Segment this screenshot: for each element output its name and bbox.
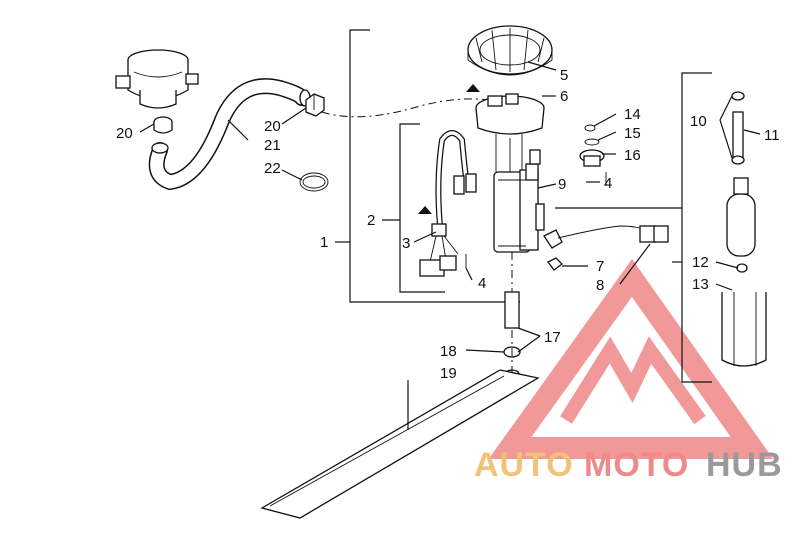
callout-5: 5 <box>560 67 568 84</box>
clamp-20a <box>153 116 173 134</box>
vapor-canister <box>115 49 199 109</box>
callout-13: 13 <box>692 276 709 293</box>
callout-15: 15 <box>624 125 641 142</box>
callout-2: 2 <box>367 212 375 229</box>
callout-21: 21 <box>264 137 281 154</box>
regulator-14-16 <box>579 124 607 186</box>
callout-14: 14 <box>624 106 641 123</box>
clip-22 <box>299 172 329 192</box>
callout-20a: 20 <box>116 125 133 142</box>
callout-1: 1 <box>320 234 328 251</box>
vent-path <box>321 98 489 118</box>
hose-21 <box>148 78 311 191</box>
callout-17: 17 <box>544 329 561 346</box>
watermark-moto: MOTO <box>584 446 689 484</box>
lock-ring-5 <box>467 25 553 76</box>
callout-18: 18 <box>440 343 457 360</box>
pump-module-9 <box>493 149 545 253</box>
callout-22: 22 <box>264 160 281 177</box>
callout-labels: 1 2 3 4 4 5 6 7 8 9 10 11 12 13 14 15 16… <box>116 67 780 382</box>
callout-10: 10 <box>690 113 707 130</box>
callout-6: 6 <box>560 88 568 105</box>
pickup-17-18 <box>503 252 521 379</box>
watermark-text: AUTO MOTO HUB <box>474 446 783 484</box>
wire-harness-2 <box>418 130 477 277</box>
float-sender-7 <box>543 225 669 271</box>
callout-20b: 20 <box>264 118 281 135</box>
group-brackets <box>335 29 712 383</box>
pump-flange-6 <box>466 84 545 176</box>
watermark-hub: HUB <box>706 446 783 484</box>
leader-lines <box>139 61 761 430</box>
clamp-20b <box>305 93 325 117</box>
callout-4b: 4 <box>604 175 612 192</box>
callout-19: 19 <box>440 365 457 382</box>
callout-11: 11 <box>764 127 780 144</box>
callout-4a: 4 <box>478 275 486 292</box>
callout-8: 8 <box>596 277 604 294</box>
callout-16: 16 <box>624 147 641 164</box>
watermark-logo <box>488 259 774 459</box>
pump-kit-10-13 <box>721 91 767 367</box>
callout-9: 9 <box>558 176 566 193</box>
callout-3: 3 <box>402 235 410 252</box>
filter-sock-19 <box>260 369 540 519</box>
callout-12: 12 <box>692 254 709 271</box>
watermark-auto: AUTO <box>474 446 574 484</box>
callout-7: 7 <box>596 258 604 275</box>
